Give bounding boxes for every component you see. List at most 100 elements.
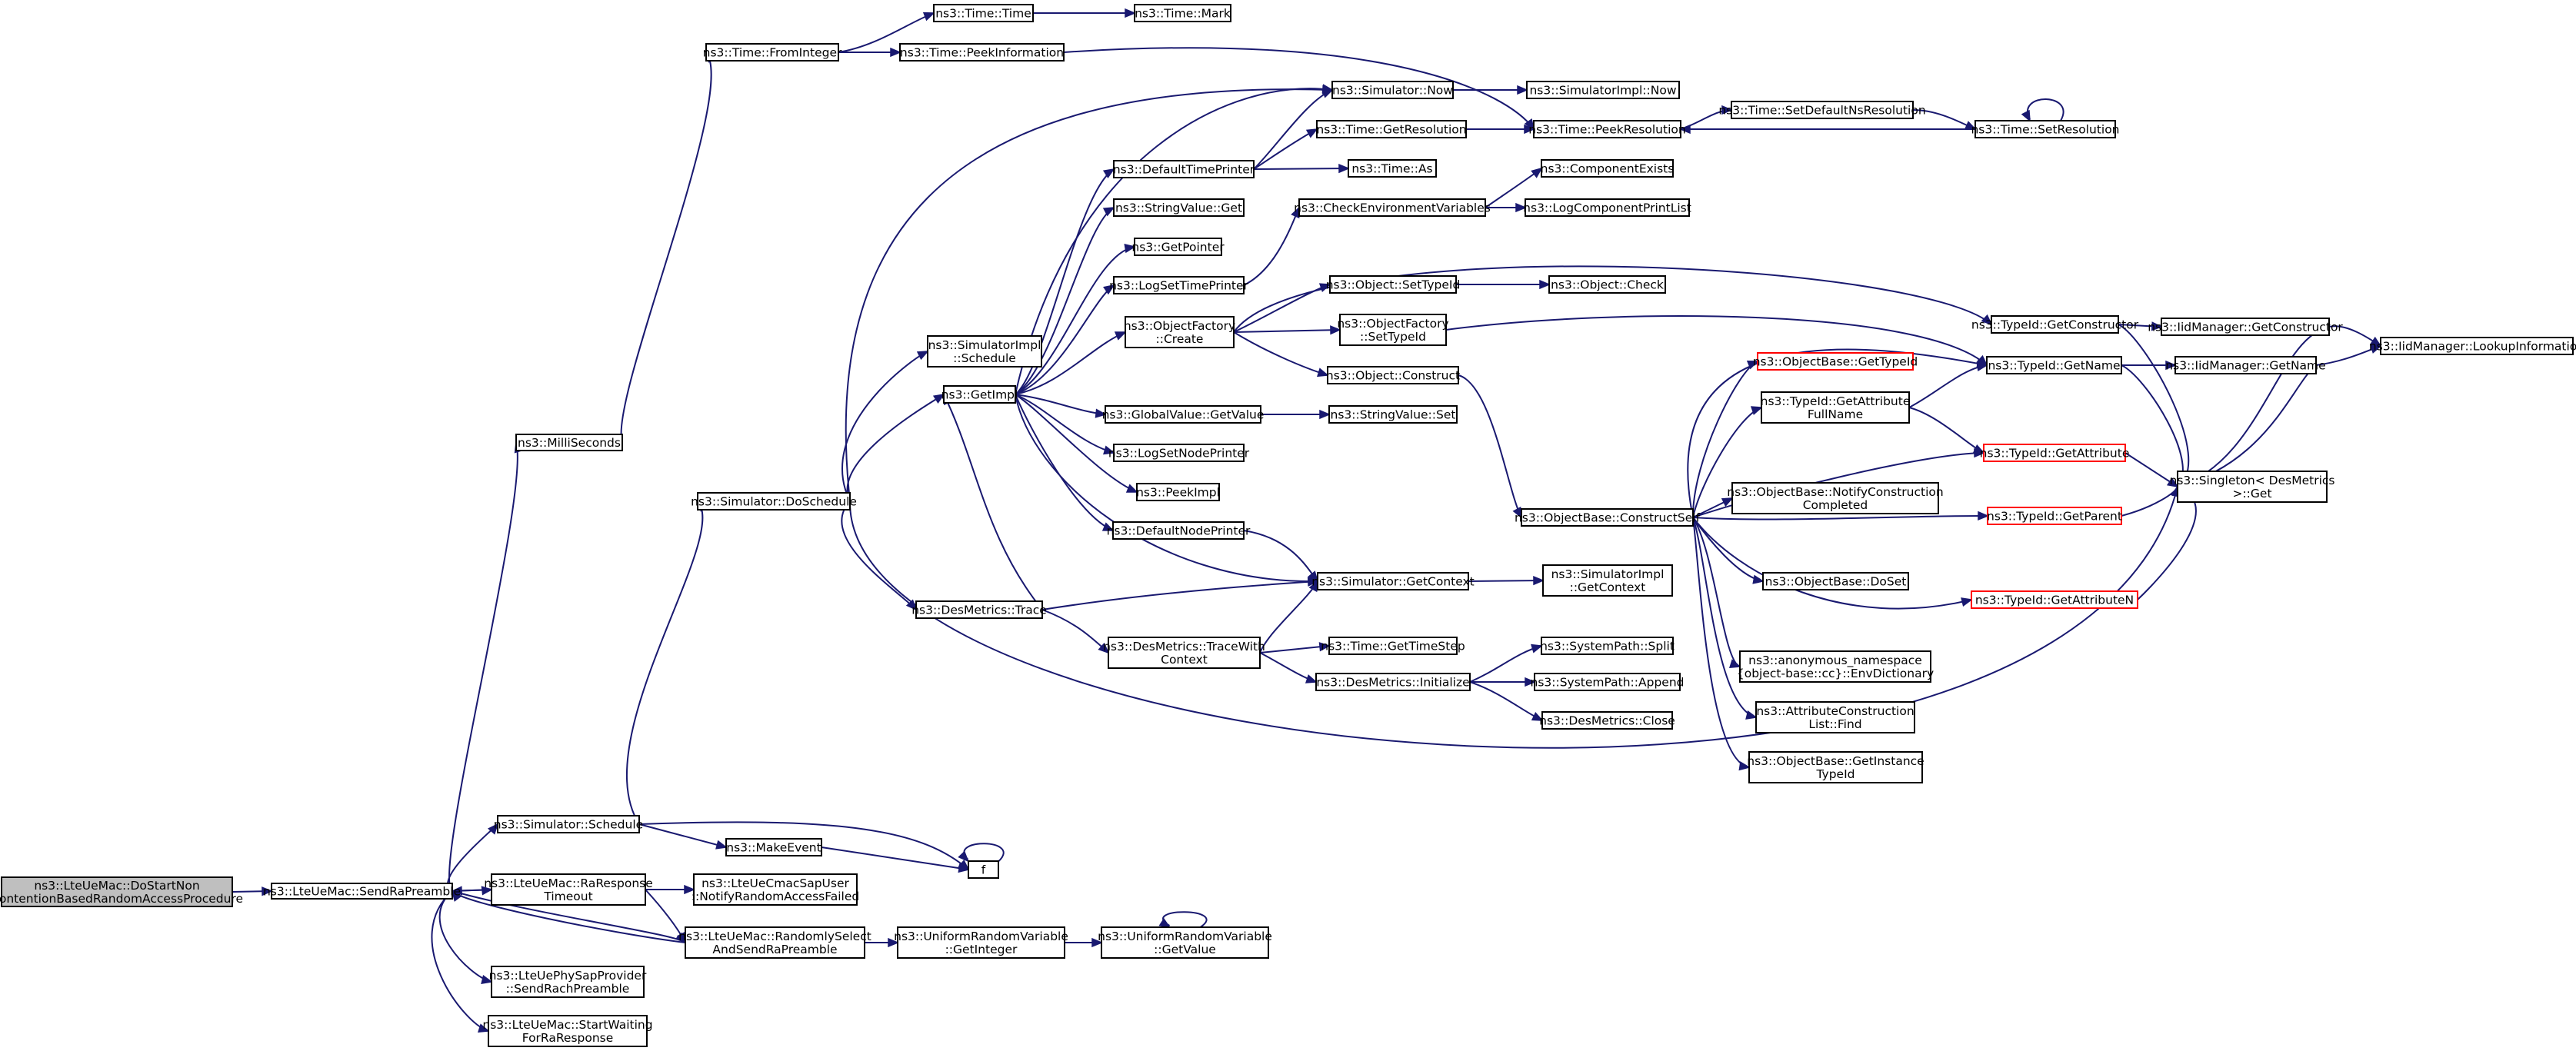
function-node-objectBaseDoSet[interactable]: ns3::ObjectBase::DoSet — [1762, 572, 1909, 590]
function-node-defaultNodePrinter[interactable]: ns3::DefaultNodePrinter — [1107, 521, 1251, 540]
function-node-timeMark[interactable]: ns3::Time::Mark — [1134, 4, 1231, 22]
function-node-typeIdGetAttribute[interactable]: ns3::TypeId::GetAttribute — [1980, 444, 2130, 462]
function-node-peekResolution[interactable]: ns3::Time::PeekResolution — [1528, 120, 1686, 138]
function-node-objectSetTypeId[interactable]: ns3::Object::SetTypeId — [1326, 275, 1461, 294]
function-node-notifyRaFailed[interactable]: ns3::LteUeCmacSapUser::NotifyRandomAcces… — [691, 873, 859, 906]
function-node-systemPathAppend[interactable]: ns3::SystemPath::Append — [1531, 673, 1685, 691]
call-edge — [452, 890, 686, 943]
function-node-objectFactoryCreate[interactable]: ns3::ObjectFactory::Create — [1124, 316, 1235, 348]
function-node-desClose[interactable]: ns3::DesMetrics::Close — [1539, 711, 1675, 730]
arrowhead — [1125, 8, 1136, 18]
function-node-simImplGetContext[interactable]: ns3::SimulatorImpl::GetContext — [1542, 564, 1673, 597]
call-edge — [1015, 394, 1114, 531]
function-node-sendRaPreamble[interactable]: ns3::LteUeMac::SendRaPreamble — [263, 883, 461, 900]
call-edge — [1233, 331, 1328, 376]
function-node-componentExists[interactable]: ns3::ComponentExists — [1541, 159, 1675, 178]
function-node-getInteger[interactable]: ns3::UniformRandomVariable::GetInteger — [894, 926, 1068, 959]
function-node-typeIdGetName[interactable]: ns3::TypeId::GetName — [1986, 356, 2122, 374]
node-box — [933, 4, 1034, 22]
function-node-objectCheck[interactable]: ns3::Object::Check — [1548, 275, 1666, 294]
function-node-desInitialize[interactable]: ns3::DesMetrics::Initialize — [1315, 673, 1471, 691]
arrowhead — [932, 393, 945, 404]
function-node-getValueURV[interactable]: ns3::UniformRandomVariable::GetValue — [1098, 926, 1272, 959]
function-node-randomlySelect[interactable]: ns3::LteUeMac::RandomlySelectAndSendRaPr… — [678, 926, 871, 959]
function-node-simImplNow[interactable]: ns3::SimulatorImpl::Now — [1526, 81, 1680, 99]
function-node-stringValueGet[interactable]: ns3::StringValue::Get — [1113, 198, 1245, 217]
function-node-logSetTimePrinter[interactable]: ns3::LogSetTimePrinter — [1109, 276, 1249, 294]
function-node-logComponentPrintList[interactable]: ns3::LogComponentPrintList — [1523, 198, 1691, 217]
function-node-root: ns3::LteUeMac::DoStartNonContentionBased… — [0, 876, 243, 907]
arrowhead — [1095, 408, 1107, 418]
function-node-desTrace[interactable]: ns3::DesMetrics::Trace — [911, 600, 1047, 619]
function-node-sendRachPreamble[interactable]: ns3::LteUePhySapProvider::SendRachPreamb… — [489, 966, 647, 998]
call-edge — [1015, 88, 1333, 395]
function-node-setDefaultNsRes[interactable]: ns3::Time::SetDefaultNsResolution — [1718, 101, 1926, 119]
function-node-simImplSchedule[interactable]: ns3::SimulatorImpl::Schedule — [927, 335, 1042, 368]
function-node-getPointer[interactable]: ns3::GetPointer — [1131, 238, 1225, 256]
function-node-peekInformation[interactable]: ns3::Time::PeekInformation — [899, 43, 1065, 62]
node-box — [897, 926, 1065, 959]
function-node-logSetNodePrinter[interactable]: ns3::LogSetNodePrinter — [1108, 444, 1250, 462]
function-node-defaultTimePrinter[interactable]: ns3::DefaultTimePrinter — [1113, 160, 1255, 178]
function-node-typeIdGetParent[interactable]: ns3::TypeId::GetParent — [1987, 507, 2122, 525]
function-node-constructSelf[interactable]: ns3::ObjectBase::ConstructSelf — [1515, 508, 1701, 527]
function-node-globalValueGetValue[interactable]: ns3::GlobalValue::GetValue — [1102, 405, 1265, 424]
function-node-setResolution[interactable]: ns3::Time::SetResolution — [1971, 120, 2120, 138]
function-node-objectFactorySetTypeId[interactable]: ns3::ObjectFactory::SetTypeId — [1337, 314, 1449, 346]
function-node-simDoSchedule[interactable]: ns3::Simulator::DoSchedule — [691, 492, 857, 511]
arrowhead — [1531, 711, 1544, 721]
function-node-simNow[interactable]: ns3::Simulator::Now — [1331, 81, 1454, 99]
function-node-stringValueSet[interactable]: ns3::StringValue::Set — [1328, 405, 1458, 424]
call-edges — [232, 8, 2382, 1033]
call-edge — [1259, 580, 1318, 654]
node-label: ns3::TypeId::GetParent — [1987, 510, 2122, 524]
function-node-timeTime[interactable]: ns3::Time::Time — [933, 4, 1034, 22]
node-label: ns3::SimulatorImpl::Now — [1529, 84, 1676, 98]
function-node-peekImpl[interactable]: ns3::PeekImpl — [1136, 483, 1220, 501]
call-edge — [1908, 407, 1984, 454]
function-node-iidLookup[interactable]: ns3::IidManager::LookupInformation — [2369, 337, 2576, 355]
function-node-timeGetResolution[interactable]: ns3::Time::GetResolution — [1316, 120, 1467, 138]
node-label: ns3::ComponentExists — [1541, 162, 1675, 176]
function-node-simSchedule[interactable]: ns3::Simulator::Schedule — [494, 815, 643, 833]
function-node-systemPathSplit[interactable]: ns3::SystemPath::Split — [1540, 637, 1675, 655]
function-node-timeGetTimeStep[interactable]: ns3::Time::GetTimeStep — [1321, 637, 1465, 655]
function-node-simGetContext[interactable]: ns3::Simulator::GetContext — [1311, 572, 1475, 590]
node-label: ns3::GlobalValue::GetValue — [1102, 408, 1265, 422]
call-edge — [2027, 98, 2064, 121]
node-box — [1755, 701, 1915, 733]
function-node-singletonGet[interactable]: ns3::Singleton< DesMetrics>::Get — [2170, 471, 2335, 503]
function-node-f[interactable]: f — [968, 860, 999, 879]
function-node-checkEnv[interactable]: ns3::CheckEnvironmentVariables — [1294, 198, 1491, 217]
arrowhead — [1978, 511, 1989, 521]
arrowhead — [1305, 674, 1318, 683]
function-node-notifyConstructionCompleted[interactable]: ns3::ObjectBase::NotifyConstructionCompl… — [1727, 482, 1944, 514]
function-node-timeAs[interactable]: ns3::Time::As — [1348, 159, 1437, 178]
node-box — [1541, 159, 1674, 178]
function-node-makeEvent[interactable]: ns3::MakeEvent — [725, 838, 822, 856]
arrowhead — [1515, 202, 1527, 213]
node-box — [1315, 673, 1471, 691]
function-node-objectBaseGetTypeId[interactable]: ns3::ObjectBase::GetTypeId — [1753, 352, 1918, 371]
arrowhead — [2151, 321, 2163, 331]
node-box — [1113, 444, 1245, 462]
function-node-iidGetConstructor[interactable]: ns3::IidManager::GetConstructor — [2148, 318, 2343, 336]
function-node-objectConstruct[interactable]: ns3::Object::Construct — [1326, 366, 1460, 384]
arrowhead — [1721, 497, 1734, 507]
function-node-fromInteger[interactable]: ns3::Time::FromInteger — [703, 43, 842, 62]
node-box — [1331, 81, 1454, 99]
node-box — [1731, 101, 1914, 119]
function-node-envDictionary[interactable]: ns3::anonymous_namespace{object-base::cc… — [1737, 650, 1934, 683]
function-node-iidGetName[interactable]: ns3::IidManager::GetName — [2165, 356, 2326, 374]
function-node-getImpl[interactable]: ns3::GetImpl — [941, 385, 1018, 404]
function-node-typeIdGetConstructor[interactable]: ns3::TypeId::GetConstructor — [1971, 315, 2139, 334]
node-label: ns3::Time::PeekResolution — [1528, 123, 1685, 137]
function-node-typeIdGetAttributeN[interactable]: ns3::TypeId::GetAttributeN — [1971, 590, 2138, 609]
function-node-milliSeconds[interactable]: ns3::MilliSeconds — [515, 434, 623, 451]
